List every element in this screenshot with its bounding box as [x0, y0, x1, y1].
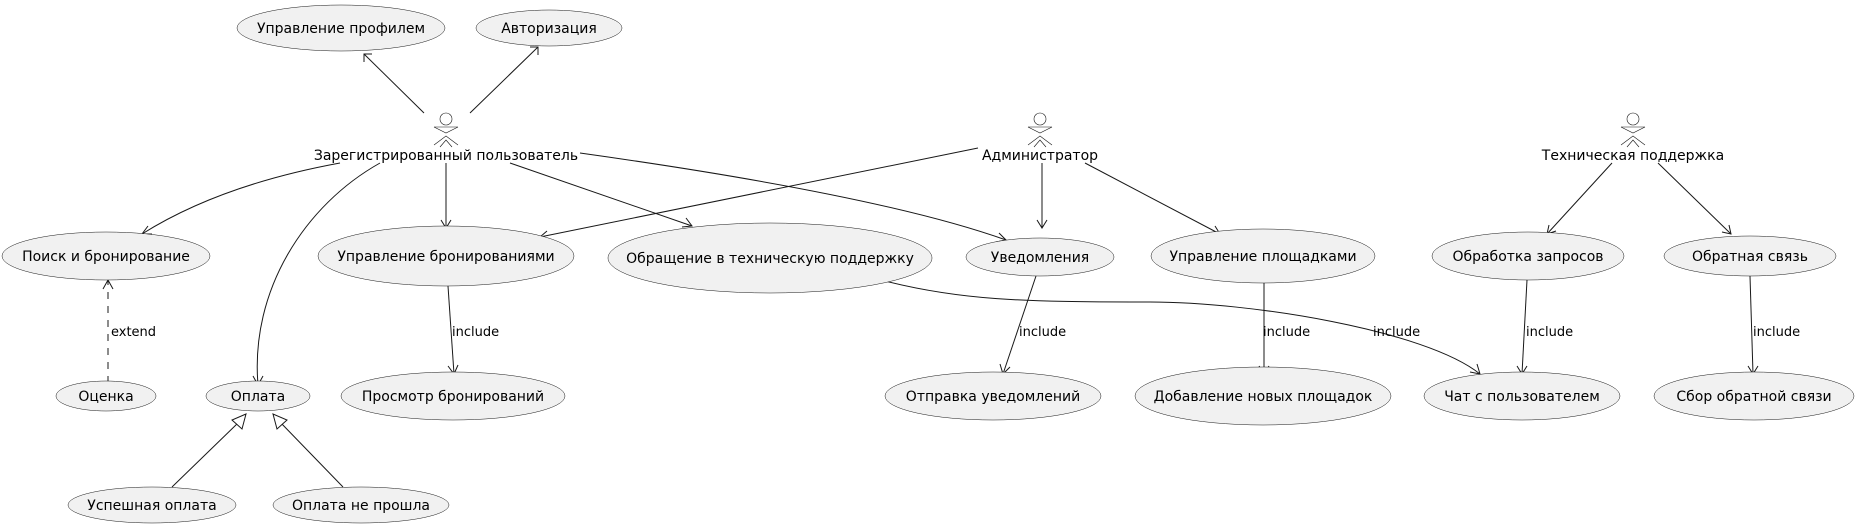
edge-failed-generalizes-payment	[279, 421, 344, 488]
arrowhead	[681, 217, 693, 228]
usecase-authorization: Авторизация	[475, 9, 623, 47]
actor-admin: Администратор	[982, 112, 1098, 164]
svg-text:Успешная оплата: Успешная оплата	[87, 498, 216, 514]
actor-icon	[1027, 112, 1053, 148]
edge-success-generalizes-payment	[171, 421, 240, 488]
svg-text:Уведомления: Уведомления	[991, 250, 1089, 266]
svg-text:Оплата не прошла: Оплата не прошла	[292, 498, 430, 514]
edge-user-payment	[256, 162, 381, 386]
usecase-rating: Оценка	[55, 380, 157, 412]
actor-label: Администратор	[982, 148, 1098, 164]
svg-text:Авторизация: Авторизация	[501, 21, 597, 37]
include-label: include	[452, 325, 499, 340]
arrowhead	[1036, 219, 1048, 229]
svg-text:Поиск и бронирование: Поиск и бронирование	[22, 249, 190, 265]
actor-label: Техническая поддержка	[1541, 148, 1724, 164]
svg-text:Просмотр бронирований: Просмотр бронирований	[362, 389, 544, 405]
svg-text:Управление площадками: Управление площадками	[1169, 249, 1356, 265]
edge-notifications-include-send	[1002, 275, 1037, 375]
usecase-chat-with-user: Чат с пользователем	[1423, 371, 1621, 421]
edge-support-feedback	[1657, 162, 1732, 235]
svg-text:Оценка: Оценка	[78, 389, 133, 405]
edge-labels: extend include include include include i…	[111, 325, 1800, 340]
usecase-notifications: Уведомления	[965, 237, 1115, 277]
usecase-payment: Оплата	[205, 380, 311, 412]
usecase-send-notifications: Отправка уведомлений	[884, 371, 1102, 421]
svg-text:Обращение в техническую поддер: Обращение в техническую поддержку	[626, 251, 914, 267]
svg-text:Управление профилем: Управление профилем	[257, 21, 425, 37]
edge-user-manage-profile	[363, 53, 425, 114]
actor-registered-user: Зарегистрированный пользователь	[314, 112, 578, 164]
edge-user-authorization	[469, 46, 539, 114]
usecase-payment-success: Успешная оплата	[67, 486, 237, 524]
edge-admin-manage-bookings	[539, 147, 979, 238]
include-label: include	[1373, 325, 1420, 340]
include-label: include	[1753, 325, 1800, 340]
arrowhead	[530, 46, 539, 55]
usecase-add-venues: Добавление новых площадок	[1134, 366, 1392, 426]
usecase-search-booking: Поиск и бронирование	[1, 231, 211, 281]
edge-user-search-booking	[141, 162, 341, 235]
usecase-manage-venues: Управление площадками	[1150, 228, 1376, 284]
edge-bookings-include-view	[447, 285, 455, 375]
actor-icon	[1620, 112, 1646, 148]
svg-text:Обработка запросов: Обработка запросов	[1452, 249, 1603, 265]
include-label: include	[1526, 325, 1573, 340]
include-label: include	[1019, 325, 1066, 340]
usecase-view-bookings: Просмотр бронирований	[340, 371, 566, 421]
edge-user-contact-support	[509, 162, 693, 227]
usecase-collect-feedback: Сбор обратной связи	[1653, 371, 1855, 421]
actor-label: Зарегистрированный пользователь	[314, 148, 578, 164]
svg-text:Чат с пользователем: Чат с пользователем	[1444, 389, 1600, 405]
edge-user-notifications	[579, 152, 1007, 241]
edge-admin-manage-venues	[1084, 162, 1221, 235]
usecase-manage-bookings: Управление бронированиями	[317, 225, 575, 287]
actor-icon	[433, 112, 459, 148]
generalization-head	[272, 413, 288, 430]
include-label: include	[1263, 325, 1310, 340]
edge-support-request-include-chat	[884, 280, 1481, 375]
edge-support-process-requests	[1546, 162, 1613, 235]
arrowhead	[363, 53, 372, 62]
svg-text:Управление бронированиями: Управление бронированиями	[337, 249, 554, 265]
extend-label: extend	[111, 325, 156, 340]
edges	[102, 46, 1759, 488]
svg-text:Отправка уведомлений: Отправка уведомлений	[906, 389, 1080, 405]
edge-feedback-include-collect	[1749, 275, 1754, 375]
usecase-feedback: Обратная связь	[1663, 235, 1837, 277]
svg-text:Сбор обратной связи: Сбор обратной связи	[1676, 389, 1831, 405]
svg-text:Обратная связь: Обратная связь	[1692, 249, 1808, 265]
svg-text:Оплата: Оплата	[231, 389, 285, 405]
usecase-manage-profile: Управление профилем	[236, 4, 446, 52]
usecase-process-requests: Обработка запросов	[1431, 231, 1625, 281]
actor-support: Техническая поддержка	[1541, 112, 1724, 164]
svg-text:Добавление новых площадок: Добавление новых площадок	[1154, 389, 1373, 405]
usecase-contact-support: Обращение в техническую поддержку	[607, 222, 933, 294]
edge-process-include-chat	[1521, 279, 1528, 375]
arrowhead	[141, 225, 152, 235]
arrowhead	[1721, 224, 1732, 235]
generalization-head	[231, 413, 247, 430]
usecase-payment-failed: Оплата не прошла	[272, 486, 450, 524]
